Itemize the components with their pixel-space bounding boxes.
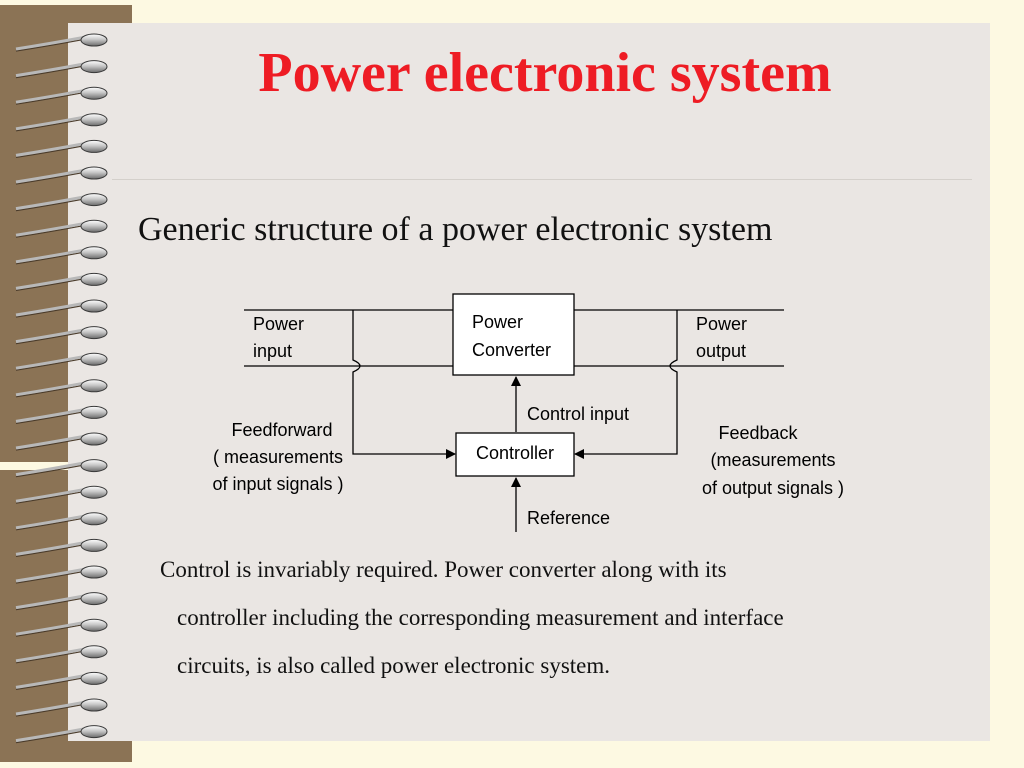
binder-ring bbox=[15, 193, 108, 212]
binder-ring bbox=[15, 459, 108, 478]
description-line-3: circuits, is also called power electroni… bbox=[177, 653, 611, 678]
power-converter-box bbox=[452, 293, 575, 376]
binder-ring bbox=[15, 592, 108, 611]
binder-ring bbox=[15, 86, 108, 105]
binder-ring bbox=[15, 246, 108, 265]
power-output-label-line2: output bbox=[696, 341, 746, 361]
control-input-label: Control input bbox=[527, 404, 629, 424]
feedback-label-line3: of output signals ) bbox=[702, 478, 844, 498]
binder-ring bbox=[15, 618, 108, 637]
controller-box bbox=[455, 432, 575, 477]
binder-ring bbox=[15, 645, 108, 664]
slide-title: Power electronic system bbox=[258, 42, 832, 104]
description-paragraph: Control is invariably required. Power co… bbox=[160, 546, 960, 690]
binder-ring bbox=[15, 166, 108, 185]
binder-notch bbox=[0, 462, 68, 470]
title-divider bbox=[112, 179, 972, 180]
description-line-2: controller including the corresponding m… bbox=[177, 605, 784, 630]
binder-ring bbox=[15, 379, 108, 398]
reference-label: Reference bbox=[527, 508, 610, 528]
power-converter-label-line1: Power bbox=[472, 312, 523, 332]
binder-ring bbox=[15, 60, 108, 79]
spiral-binding bbox=[15, 33, 108, 744]
binder-ring bbox=[15, 33, 108, 52]
power-input-label-line2: input bbox=[253, 341, 292, 361]
power-input-label-line1: Power bbox=[253, 314, 304, 334]
binder-ring bbox=[15, 485, 108, 504]
binder-ring bbox=[15, 432, 108, 451]
binder-ring bbox=[15, 299, 108, 318]
binder-ring bbox=[15, 352, 108, 371]
binder-ring bbox=[15, 326, 108, 345]
binder-ring bbox=[15, 113, 108, 132]
binder-ring bbox=[15, 725, 108, 744]
binder-ring bbox=[15, 512, 108, 531]
binder-ring bbox=[15, 219, 108, 238]
binder-ring bbox=[15, 671, 108, 690]
binder-ring bbox=[15, 698, 108, 717]
controller-label: Controller bbox=[476, 443, 554, 463]
feedforward-label-line2: ( measurements bbox=[213, 447, 343, 467]
binder-ring bbox=[15, 565, 108, 584]
power-converter-label-line2: Converter bbox=[472, 340, 551, 360]
feedforward-label-line1: Feedforward bbox=[231, 420, 332, 440]
binder-ring bbox=[15, 538, 108, 557]
binder-ring bbox=[15, 272, 108, 291]
feedback-label-line2: (measurements bbox=[710, 450, 835, 470]
binder-ring bbox=[15, 139, 108, 158]
feedback-line bbox=[574, 310, 678, 459]
description-line-1: Control is invariably required. Power co… bbox=[160, 557, 727, 582]
feedforward-label-line3: of input signals ) bbox=[212, 474, 343, 494]
slide-subtitle: Generic structure of a power electronic … bbox=[138, 211, 773, 248]
binder-ring bbox=[15, 405, 108, 424]
feedforward-line bbox=[352, 310, 456, 459]
power-output-label-line1: Power bbox=[696, 314, 747, 334]
slide-page bbox=[68, 23, 990, 741]
feedback-label-line1: Feedback bbox=[718, 423, 798, 443]
